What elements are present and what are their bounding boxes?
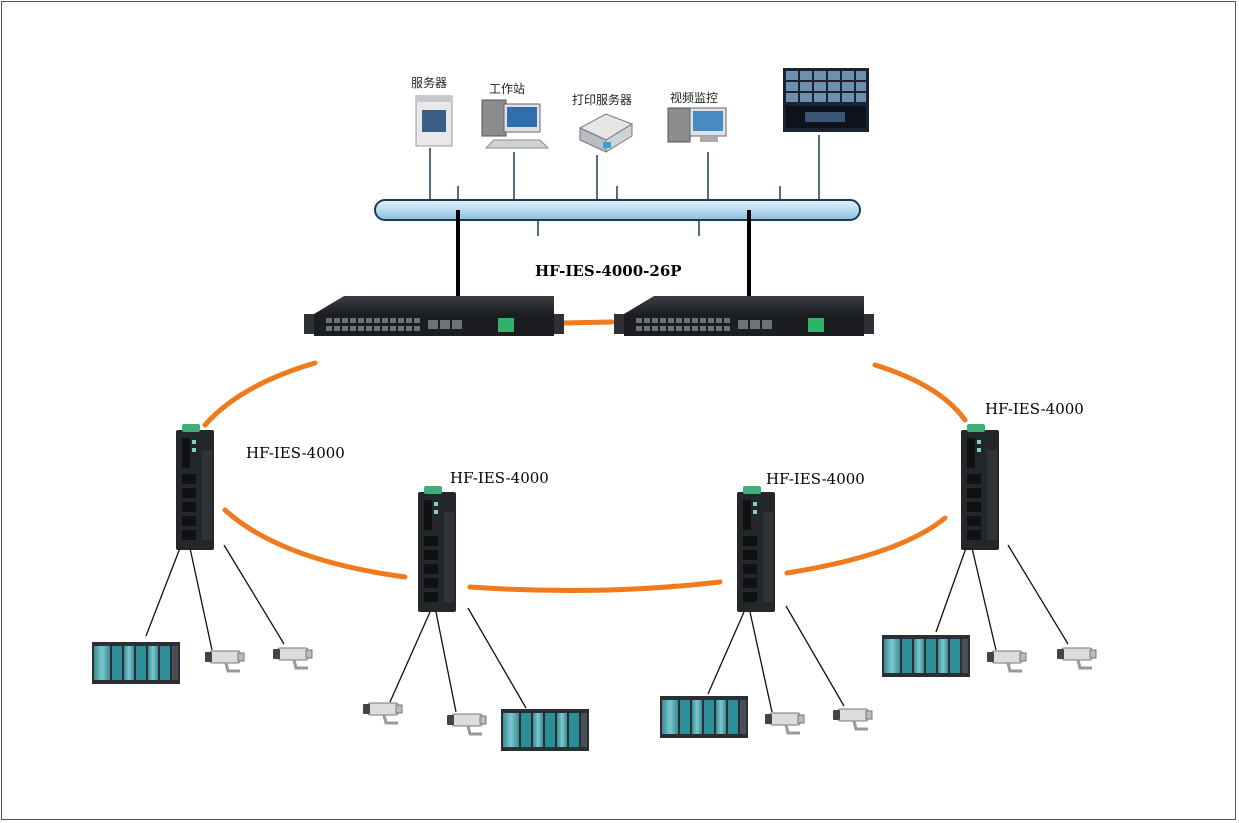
uplink-lines [456,210,751,298]
network-bus [374,199,861,221]
workstation-label: 工作站 [489,82,525,96]
camera-7 [985,649,1028,673]
edge-links [145,544,1069,713]
ring-switch-3 [737,486,775,612]
printer-label: 打印服务器 [572,92,632,107]
ring-switch-1-label: HF-IES-4000 [246,444,345,462]
plc-1 [92,642,180,684]
ring-switch-3-label: HF-IES-4000 [766,470,865,488]
printer-icon [578,113,634,153]
ring-switch-1 [176,424,214,550]
camera-1 [203,649,246,673]
ring-switch-4 [961,424,999,550]
video-monitoring-label: 视频监控 [670,90,718,105]
camera-3 [361,701,404,725]
camera-4 [445,712,488,736]
ring-link [202,319,968,594]
plc-3 [660,696,748,738]
camera-6 [831,707,874,731]
core-switch-right [614,296,874,336]
ring-switch-2 [418,486,456,612]
video-monitoring-icon [667,107,727,143]
core-switch-left [304,296,564,336]
video-wall-icon [783,68,869,132]
server-label: 服务器 [411,75,447,90]
ring-switch-4-label: HF-IES-4000 [985,400,1084,418]
bus-drop-lines [429,135,820,236]
plc-2 [501,709,589,751]
core-switch-label: HF-IES-4000-26P [535,262,682,280]
camera-5 [763,711,806,735]
ring-switch-2-label: HF-IES-4000 [450,469,549,487]
camera-8 [1055,646,1098,670]
camera-2 [271,646,314,670]
server-icon [415,95,453,147]
plc-4 [882,635,970,677]
workstation-icon [481,99,550,149]
